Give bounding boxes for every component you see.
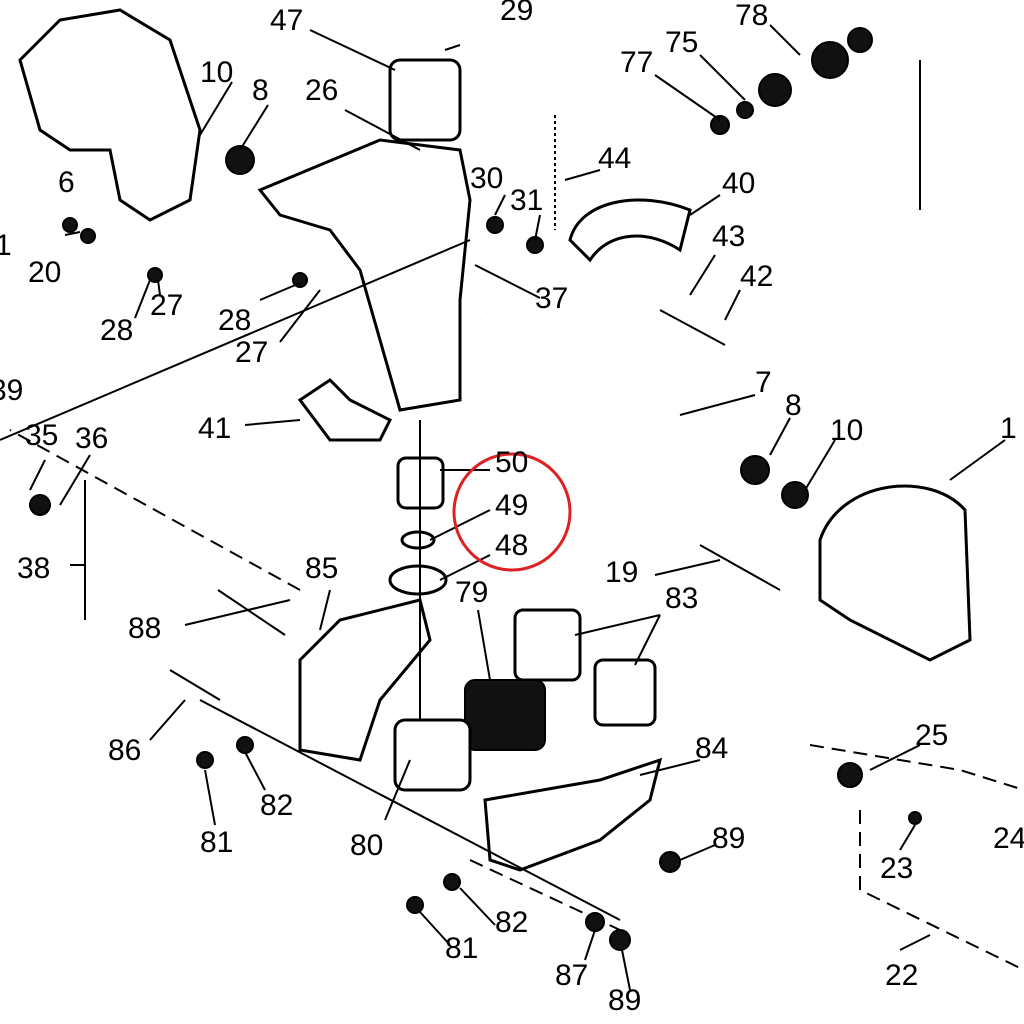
label-28b: 28 [218,304,251,337]
label-8b: 8 [785,389,802,422]
label-49: 49 [495,489,528,522]
label-40: 40 [722,167,755,200]
label-41: 41 [198,412,231,445]
label-31: 31 [510,184,543,217]
label-81a: 81 [200,826,233,859]
label-24: 24 [993,822,1024,855]
label-35: 35 [25,419,58,452]
label-19: 19 [605,556,638,589]
label-47: 47 [270,4,303,37]
label-50: 50 [495,446,528,479]
label-26: 26 [305,74,338,107]
bracket-right [818,484,972,662]
label-7: 7 [755,366,772,399]
clamp-40 [568,198,692,263]
label-82b: 82 [495,906,528,939]
label-77: 77 [620,46,653,79]
label-85: 85 [305,552,338,585]
label-84: 84 [695,732,728,765]
label-42: 42 [740,260,773,293]
label-29: 29 [500,0,533,27]
label-87: 87 [555,959,588,992]
bracket-left [18,8,202,222]
label-39: 39 [0,374,23,407]
label-82a: 82 [260,789,293,822]
block-83b [593,658,657,727]
leader-lines [29,24,1006,991]
label-27a: 27 [150,289,183,322]
label-78: 78 [735,0,768,32]
label-23: 23 [880,852,913,885]
label-86: 86 [108,734,141,767]
label-89a: 89 [712,822,745,855]
label-10: 10 [200,56,233,89]
swivel-bracket [257,138,472,412]
label-1-left: 1 [0,229,12,262]
label-38: 38 [17,552,50,585]
label-20: 20 [28,256,61,289]
label-81b: 81 [445,932,478,965]
label-22: 22 [885,959,918,992]
bracket-85 [298,598,432,762]
label-43: 43 [712,220,745,253]
label-80: 80 [350,829,383,862]
label-6: 6 [58,166,75,199]
label-8: 8 [252,74,269,107]
block-80 [393,718,472,792]
pad-79 [464,679,546,751]
label-28a: 28 [100,314,133,347]
washer-49 [400,530,436,550]
label-25: 25 [915,719,948,752]
label-83: 83 [665,582,698,615]
label-75: 75 [665,26,698,59]
bushing-48 [388,564,448,596]
bushing-47 [388,58,462,142]
label-44: 44 [598,142,631,175]
plate-84 [483,757,663,872]
label-10b: 10 [830,414,863,447]
label-27b: 27 [235,336,268,369]
plate-41 [297,378,393,442]
label-79: 79 [455,576,488,609]
label-1-right: 1 [1000,412,1017,445]
block-83a [513,608,582,682]
label-36: 36 [75,422,108,455]
label-89b: 89 [608,984,641,1017]
label-48: 48 [495,529,528,562]
label-37: 37 [535,282,568,315]
label-30: 30 [470,162,503,195]
label-88: 88 [128,612,161,645]
highlight-circle [452,452,572,572]
parts-drawing [0,8,1024,971]
